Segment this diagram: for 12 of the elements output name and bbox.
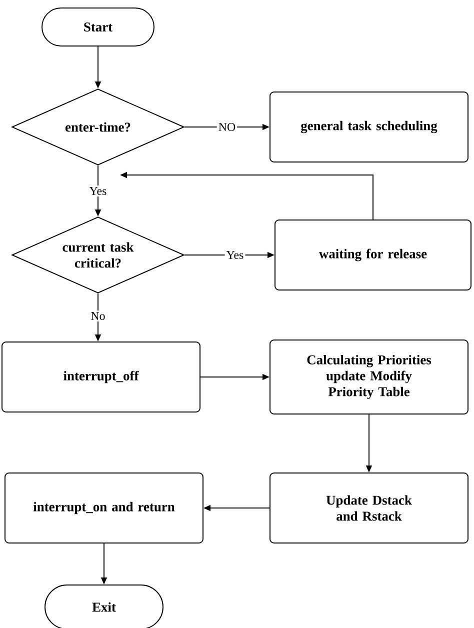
process-box: waiting for release — [274, 220, 472, 290]
edge-label: Yes — [224, 250, 246, 260]
process-box: general task scheduling — [270, 92, 468, 162]
process-box: interrupt_off — [2, 342, 200, 412]
process-box: Calculating Priorities update Modify Priority Table — [270, 340, 468, 414]
edge-label: Yes — [88, 186, 108, 196]
edge-label: No — [89, 310, 107, 322]
terminal-box: Start — [42, 8, 154, 46]
process-box: Update Dstack and Rstack — [270, 472, 468, 544]
process-box: interrupt_on and return — [4, 472, 204, 544]
terminal-box: Exit — [44, 584, 164, 628]
edge-label: NO — [216, 122, 238, 133]
